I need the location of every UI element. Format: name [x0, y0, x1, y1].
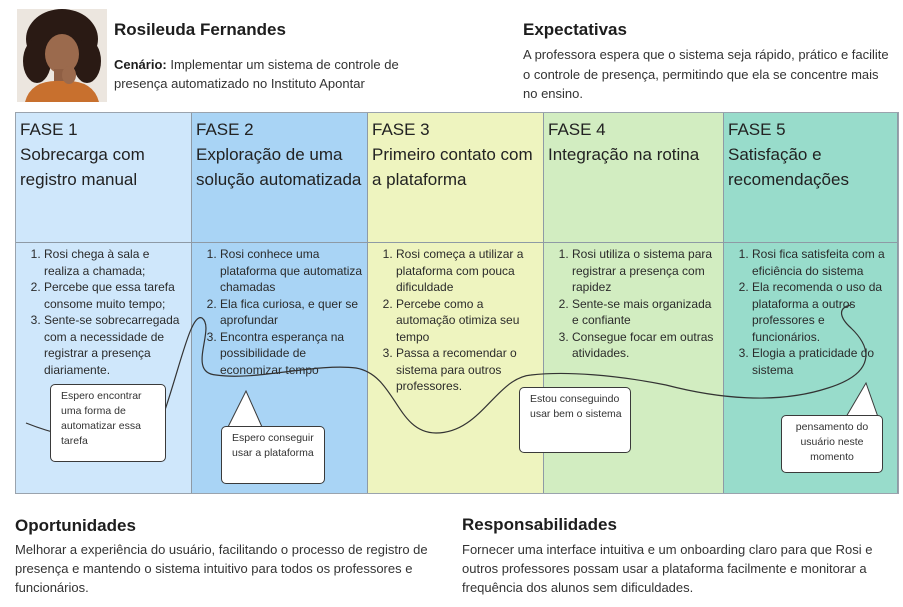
phase-3: FASE 3 Primeiro contato com a plataforma… [368, 113, 544, 493]
phase-2-steps: Rosi conhece uma plataforma que automati… [192, 246, 367, 378]
thought-bubble-2-text: Espero conseguir usar a plataforma [232, 432, 314, 459]
thought-bubble-4: pensamento do usuário neste momento [781, 415, 883, 473]
phase-3-step: Percebe como a automação otimiza seu tem… [396, 296, 539, 346]
persona-avatar [17, 9, 107, 102]
phase-4-step: Rosi utiliza o sistema para registrar a … [572, 246, 719, 296]
phase-5-step: Ela recomenda o uso da plataforma a outr… [752, 279, 893, 345]
phase-1-steps: Rosi chega à sala e realiza a chamada; P… [16, 246, 191, 378]
phase-3-step: Rosi começa a utilizar a plataforma com … [396, 246, 539, 296]
expectations-text: A professora espera que o sistema seja r… [523, 47, 889, 101]
phase-1-step: Sente-se sobrecarregada com a necessidad… [44, 312, 187, 378]
phase-2-step: Rosi conhece uma plataforma que automati… [220, 246, 363, 296]
phase-1-number: FASE 1 [20, 120, 78, 139]
thought-bubble-2: Espero conseguir usar a plataforma [221, 426, 325, 484]
phase-2-number: FASE 2 [196, 120, 254, 139]
scenario-text: Implementar um sistema de controle de pr… [114, 57, 399, 91]
scenario: Cenário: Implementar um sistema de contr… [114, 55, 444, 93]
thought-bubble-1-text: Espero encontrar uma forma de automatiza… [61, 390, 142, 447]
responsibilities-text: Fornecer uma interface intuitiva e um on… [462, 542, 873, 595]
phase-4-header: FASE 4 Integração na rotina [544, 113, 723, 243]
thought-bubble-3-text: Estou conseguindo usar bem o sistema [530, 393, 622, 420]
phase-4-number: FASE 4 [548, 120, 606, 139]
responsibilities-title: Responsabilidades [462, 515, 617, 534]
phase-3-title: Primeiro contato com a plataforma [372, 145, 533, 189]
thought-bubble-3: Estou conseguindo usar bem o sistema [519, 387, 631, 453]
thought-bubble-4-tail [845, 381, 879, 418]
phase-1-step: Percebe que essa tarefa consome muito te… [44, 279, 187, 312]
phase-4-title: Integração na rotina [548, 145, 700, 164]
thought-bubble-4-text: pensamento do usuário neste momento [795, 421, 869, 463]
thought-bubble-2-tail [227, 389, 263, 428]
opportunities-text: Melhorar a experiência do usuário, facil… [15, 542, 428, 595]
thought-bubble-1: Espero encontrar uma forma de automatiza… [50, 384, 166, 462]
phase-3-header: FASE 3 Primeiro contato com a plataforma [368, 113, 543, 243]
phase-3-steps: Rosi começa a utilizar a plataforma com … [368, 246, 543, 395]
opportunities-title: Oportunidades [15, 516, 136, 535]
journey-board: FASE 1 Sobrecarga com registro manual Ro… [15, 112, 899, 494]
phase-3-step: Passa a recomendar o sistema para outros… [396, 345, 539, 395]
persona-name: Rosileuda Fernandes [114, 20, 286, 39]
phase-2-step: Encontra esperança na possibilidade de e… [220, 329, 363, 379]
phase-4-step: Sente-se mais organizada e confiante [572, 296, 719, 329]
phase-5-step: Rosi fica satisfeita com a eficiência do… [752, 246, 893, 279]
phase-3-number: FASE 3 [372, 120, 430, 139]
phase-2-header: FASE 2 Exploração de uma solução automat… [192, 113, 367, 243]
phase-1-title: Sobrecarga com registro manual [20, 145, 145, 189]
phase-4-steps: Rosi utiliza o sistema para registrar a … [544, 246, 723, 362]
phase-2-step: Ela fica curiosa, e quer se aprofundar [220, 296, 363, 329]
expectations-title: Expectativas [523, 20, 627, 39]
phase-1-step: Rosi chega à sala e realiza a chamada; [44, 246, 187, 279]
phase-5-steps: Rosi fica satisfeita com a eficiência do… [724, 246, 897, 378]
phase-2-title: Exploração de uma solução automatizada [196, 145, 362, 189]
phase-1-header: FASE 1 Sobrecarga com registro manual [16, 113, 191, 243]
persona-photo-icon [17, 9, 107, 102]
phase-4-step: Consegue focar em outras atividades. [572, 329, 719, 362]
scenario-label: Cenário: [114, 57, 167, 72]
phase-5-title: Satisfação e recomendações [728, 145, 849, 189]
phase-5-step: Elogia a praticidade do sistema [752, 345, 893, 378]
phase-5-number: FASE 5 [728, 120, 786, 139]
phase-5-header: FASE 5 Satisfação e recomendações [724, 113, 897, 243]
